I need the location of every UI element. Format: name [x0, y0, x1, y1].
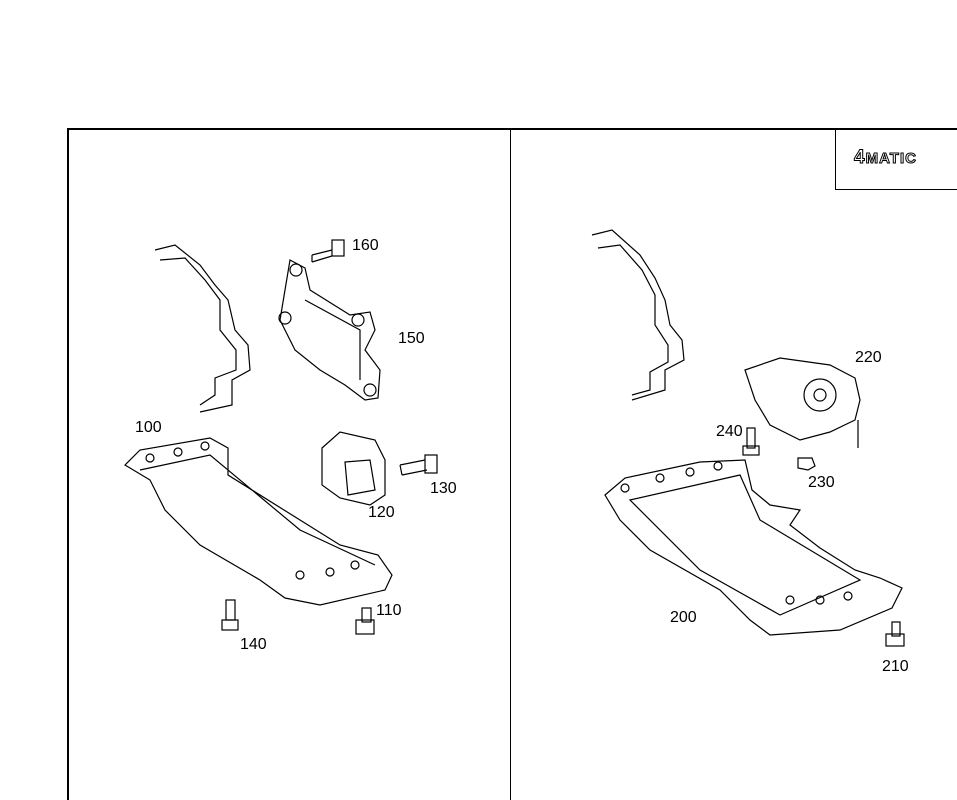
callout-200: 200 — [670, 609, 697, 626]
transmission-outline-right — [591, 229, 685, 401]
callout-240: 240 — [716, 423, 743, 440]
callout-220: 220 — [855, 349, 882, 366]
bolt-160 — [311, 239, 345, 263]
callout-100: 100 — [135, 419, 162, 436]
bolt-110 — [355, 607, 375, 635]
panel-divider — [510, 128, 511, 800]
transmission-outline-left — [154, 244, 251, 413]
bolt-240 — [742, 427, 760, 456]
callout-230: 230 — [808, 474, 835, 491]
bolt-140 — [221, 599, 239, 631]
callout-160: 160 — [352, 237, 379, 254]
callout-110: 110 — [376, 602, 402, 619]
bolt-210 — [885, 621, 905, 647]
callout-210: 210 — [882, 658, 909, 675]
mount-220 — [744, 357, 861, 448]
mount-120 — [321, 431, 386, 506]
nut-230 — [797, 457, 816, 471]
4matic-logo: 4MATIC — [854, 147, 917, 169]
crossmember-200 — [604, 459, 903, 636]
callout-140: 140 — [240, 636, 267, 653]
bracket-150 — [278, 259, 381, 401]
4matic-badge: 4MATIC — [835, 129, 957, 190]
crossmember-100 — [124, 437, 393, 606]
callout-130: 130 — [430, 480, 457, 497]
callout-150: 150 — [398, 330, 425, 347]
bolt-130 — [399, 454, 438, 476]
callout-120: 120 — [368, 504, 395, 521]
diagram-frame — [67, 128, 957, 800]
